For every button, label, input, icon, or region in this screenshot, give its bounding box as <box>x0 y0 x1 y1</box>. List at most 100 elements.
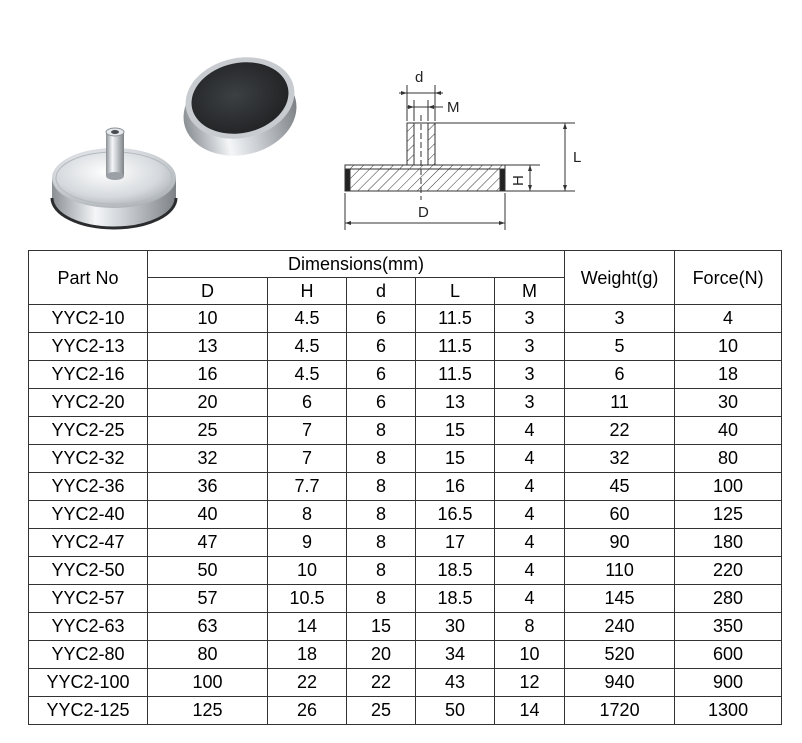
cell-dim-L: 17 <box>415 528 495 557</box>
cell-dim-M: 3 <box>493 304 566 333</box>
cell-part-no: YYC2-13 <box>28 332 148 361</box>
cell-weight: 520 <box>564 640 676 669</box>
cell-part-no: YYC2-57 <box>28 584 148 613</box>
cell-dim-L: 18.5 <box>415 556 495 585</box>
dim-label-d: d <box>415 69 423 86</box>
cell-force: 40 <box>674 416 783 445</box>
cell-dim-d: 8 <box>346 528 416 557</box>
header-dimensions: Dimensions(mm) <box>146 250 566 278</box>
cell-force: 4 <box>674 304 783 333</box>
cell-force: 350 <box>674 612 783 641</box>
cell-dim-D: 57 <box>147 584 268 613</box>
cell-dim-D: 125 <box>147 696 268 725</box>
cell-dim-M: 4 <box>493 444 566 473</box>
cell-dim-d: 8 <box>346 444 416 473</box>
cell-dim-H: 10.5 <box>267 584 347 613</box>
cell-dim-M: 3 <box>493 360 566 389</box>
cell-dim-D: 20 <box>147 388 268 417</box>
cell-dim-d: 8 <box>346 556 416 585</box>
cell-dim-H: 9 <box>267 528 347 557</box>
cell-dim-L: 11.5 <box>415 360 495 389</box>
cell-dim-H: 7.7 <box>267 472 347 501</box>
header-dim-D: D <box>147 277 268 305</box>
cell-part-no: YYC2-47 <box>28 528 148 557</box>
cell-dim-d: 22 <box>346 668 416 697</box>
cell-force: 280 <box>674 584 783 613</box>
cell-dim-L: 13 <box>415 388 495 417</box>
cell-dim-H: 7 <box>267 444 347 473</box>
cell-dim-L: 16.5 <box>415 500 495 529</box>
cell-dim-M: 3 <box>493 388 566 417</box>
cell-dim-d: 6 <box>346 388 416 417</box>
cell-weight: 11 <box>564 388 676 417</box>
cell-force: 900 <box>674 668 783 697</box>
magnet-stud-image <box>50 127 178 230</box>
cell-dim-D: 13 <box>147 332 268 361</box>
cell-dim-M: 4 <box>493 528 566 557</box>
cell-dim-d: 25 <box>346 696 416 725</box>
cell-force: 30 <box>674 388 783 417</box>
cell-dim-L: 30 <box>415 612 495 641</box>
cell-dim-M: 4 <box>493 584 566 613</box>
cell-force: 180 <box>674 528 783 557</box>
cell-dim-D: 50 <box>147 556 268 585</box>
cell-dim-H: 4.5 <box>267 332 347 361</box>
cell-part-no: YYC2-10 <box>28 304 148 333</box>
spec-table: Part No Dimensions(mm) Weight(g) Force(N… <box>28 250 783 725</box>
cell-force: 100 <box>674 472 783 501</box>
cell-dim-D: 100 <box>147 668 268 697</box>
cell-weight: 1720 <box>564 696 676 725</box>
cell-dim-M: 4 <box>493 472 566 501</box>
cell-weight: 110 <box>564 556 676 585</box>
cell-dim-M: 8 <box>493 612 566 641</box>
cell-force: 80 <box>674 444 783 473</box>
cell-part-no: YYC2-63 <box>28 612 148 641</box>
header-force: Force(N) <box>674 250 783 305</box>
cell-weight: 940 <box>564 668 676 697</box>
cell-force: 10 <box>674 332 783 361</box>
dim-label-l: L <box>573 149 581 166</box>
cell-weight: 22 <box>564 416 676 445</box>
cell-force: 18 <box>674 360 783 389</box>
header-weight: Weight(g) <box>564 250 676 305</box>
cell-dim-H: 22 <box>267 668 347 697</box>
cell-part-no: YYC2-20 <box>28 388 148 417</box>
cell-force: 1300 <box>674 696 783 725</box>
cell-part-no: YYC2-25 <box>28 416 148 445</box>
cell-dim-M: 10 <box>493 640 566 669</box>
cell-dim-H: 14 <box>267 612 347 641</box>
cell-weight: 90 <box>564 528 676 557</box>
cell-dim-L: 11.5 <box>415 332 495 361</box>
cell-force: 600 <box>674 640 783 669</box>
cell-dim-L: 16 <box>415 472 495 501</box>
cell-part-no: YYC2-50 <box>28 556 148 585</box>
cell-dim-M: 4 <box>493 556 566 585</box>
cell-dim-L: 18.5 <box>415 584 495 613</box>
header-dim-L: L <box>415 277 495 305</box>
cell-dim-d: 20 <box>346 640 416 669</box>
cell-dim-D: 10 <box>147 304 268 333</box>
cell-dim-d: 8 <box>346 472 416 501</box>
header-part-no: Part No <box>28 250 148 305</box>
cell-dim-D: 25 <box>147 416 268 445</box>
cell-dim-L: 43 <box>415 668 495 697</box>
cell-dim-d: 6 <box>346 304 416 333</box>
cell-part-no: YYC2-100 <box>28 668 148 697</box>
cell-weight: 240 <box>564 612 676 641</box>
cell-dim-L: 15 <box>415 444 495 473</box>
cell-weight: 32 <box>564 444 676 473</box>
cell-dim-H: 4.5 <box>267 304 347 333</box>
cell-dim-d: 15 <box>346 612 416 641</box>
cell-dim-D: 80 <box>147 640 268 669</box>
cell-dim-M: 14 <box>493 696 566 725</box>
